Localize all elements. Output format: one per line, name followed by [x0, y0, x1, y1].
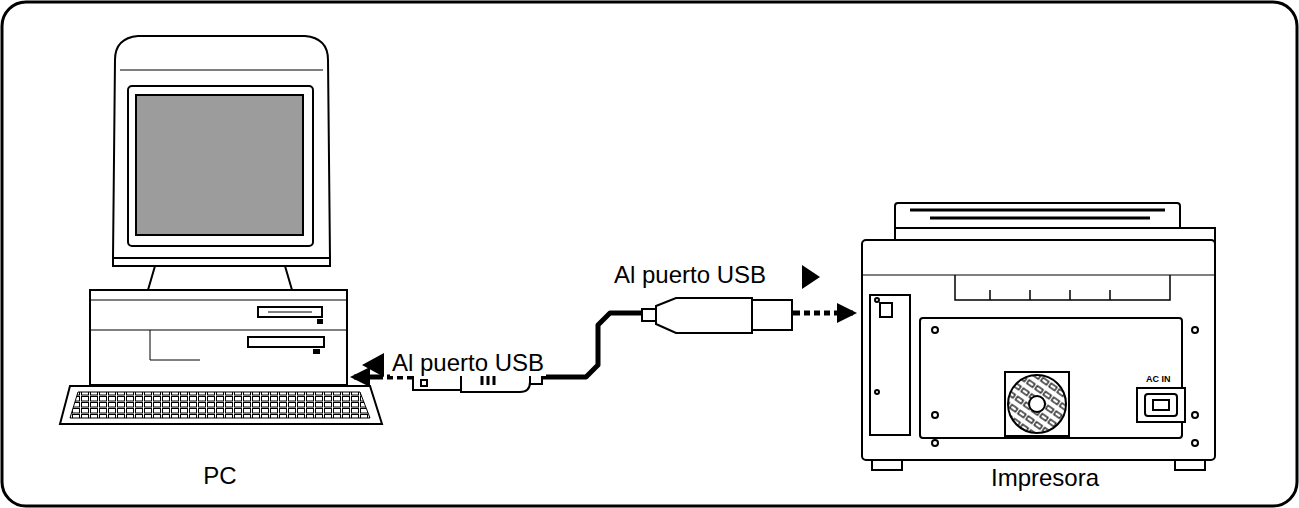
pointer-triangle	[802, 265, 820, 289]
power-label: AC IN	[1144, 375, 1173, 385]
pc-node: PC	[90, 36, 350, 490]
pc-figure	[60, 36, 382, 424]
port-label: Al puerto USB	[390, 350, 546, 376]
port-label: Al puerto USB	[612, 262, 768, 288]
node-caption: PC	[203, 462, 236, 490]
pointer-triangle	[362, 353, 384, 377]
printer-figure	[862, 203, 1215, 470]
printer-node: Impresora	[855, 198, 1235, 492]
node-caption: Impresora	[991, 464, 1099, 492]
